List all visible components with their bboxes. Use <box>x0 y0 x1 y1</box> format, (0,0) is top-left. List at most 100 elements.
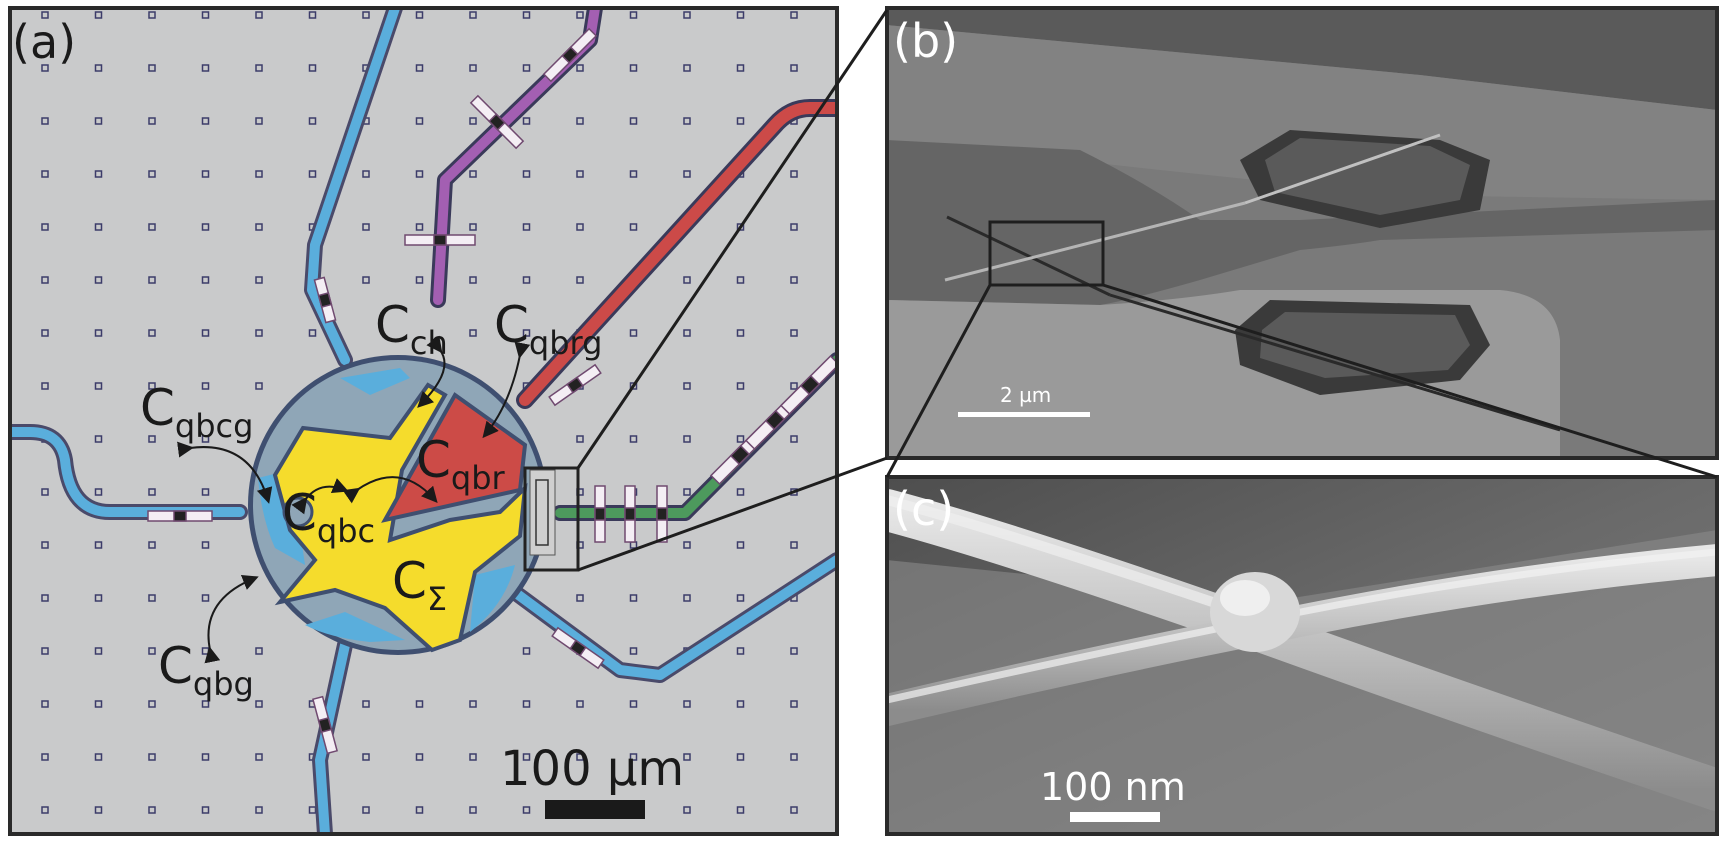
dot <box>790 700 798 708</box>
dot <box>94 488 103 496</box>
zoom-box-b <box>988 220 1105 287</box>
panel-a: Cch Cqbrg Cqbcg Cqbr Cqbc CΣ Cqbg 100 µm <box>8 6 851 836</box>
dot <box>522 329 531 337</box>
dot <box>629 594 638 602</box>
dot <box>308 117 317 125</box>
dot <box>148 382 156 390</box>
blue-pad-top <box>340 368 410 395</box>
dot <box>736 594 745 602</box>
dot <box>148 223 156 231</box>
dot <box>576 276 584 284</box>
dot <box>683 329 691 337</box>
dot <box>469 276 477 284</box>
dot <box>469 223 477 231</box>
label-cch-sub: ch <box>410 324 448 362</box>
label-csigma-base: C <box>392 552 427 610</box>
dot <box>255 382 263 390</box>
label-cqbr-sub: qbr <box>451 459 506 497</box>
dot <box>362 753 370 761</box>
dot <box>41 647 49 655</box>
dot <box>255 276 263 284</box>
dot <box>469 806 477 814</box>
svg-text:CΣ: CΣ <box>392 552 447 618</box>
arrow-cqbg <box>204 575 259 664</box>
dot <box>201 382 210 390</box>
dot <box>790 541 798 549</box>
dot <box>148 647 156 655</box>
dot <box>41 382 49 390</box>
dot <box>522 753 531 761</box>
dot <box>790 753 798 761</box>
dot <box>148 170 156 178</box>
dot <box>362 806 370 814</box>
panel-c-frame <box>885 475 1719 836</box>
dot <box>94 435 103 443</box>
dot <box>845 383 851 389</box>
dot <box>522 170 531 178</box>
label-cch-base: C <box>375 296 410 354</box>
dot <box>629 117 638 125</box>
dot <box>41 170 49 178</box>
label-cqbcg-base: C <box>140 379 175 437</box>
dot <box>790 329 798 337</box>
dot <box>148 541 156 549</box>
scalebar-c-label: 100 nm <box>1040 765 1186 809</box>
dot <box>41 594 49 602</box>
dot <box>522 647 531 655</box>
dot <box>415 64 424 72</box>
dot <box>94 223 103 231</box>
dot <box>415 117 424 125</box>
dot <box>845 118 851 124</box>
dot <box>790 64 798 72</box>
dot <box>522 806 531 814</box>
dot <box>683 700 691 708</box>
dot <box>415 700 424 708</box>
dot <box>41 276 49 284</box>
dot <box>629 64 638 72</box>
dot <box>736 223 745 231</box>
dot <box>845 648 851 654</box>
dot <box>255 64 263 72</box>
dot <box>736 329 745 337</box>
dot <box>845 330 851 336</box>
dot <box>683 435 691 443</box>
dot <box>629 223 638 231</box>
dot <box>148 753 156 761</box>
panel-b-frame <box>885 6 1719 460</box>
dot <box>362 223 370 231</box>
dot <box>629 382 638 390</box>
dot <box>845 12 851 18</box>
dot <box>201 541 210 549</box>
dot <box>308 170 317 178</box>
dot <box>736 753 745 761</box>
dot <box>148 806 156 814</box>
dot <box>629 753 638 761</box>
dot <box>469 117 477 125</box>
dot <box>94 170 103 178</box>
label-cqbrg-sub: qbrg <box>529 324 603 362</box>
dot <box>201 700 210 708</box>
dot <box>41 806 49 814</box>
dot <box>845 542 851 548</box>
dot <box>790 806 798 814</box>
dot <box>362 11 370 19</box>
dot <box>845 595 851 601</box>
dot <box>683 753 691 761</box>
panel-a-frame <box>8 6 839 836</box>
dot <box>94 647 103 655</box>
arrow-cqbr <box>342 476 438 504</box>
dot <box>522 276 531 284</box>
dot <box>683 382 691 390</box>
dot <box>41 753 49 761</box>
junction-box <box>523 466 580 572</box>
dot <box>522 700 531 708</box>
dot <box>629 11 638 19</box>
dot <box>41 329 49 337</box>
dot <box>845 171 851 177</box>
dot <box>94 806 103 814</box>
arrow-cqbrg <box>482 341 531 439</box>
dot <box>362 170 370 178</box>
scalebar-b: 2 µm <box>958 383 1090 417</box>
label-cqbg-base: C <box>158 637 193 695</box>
